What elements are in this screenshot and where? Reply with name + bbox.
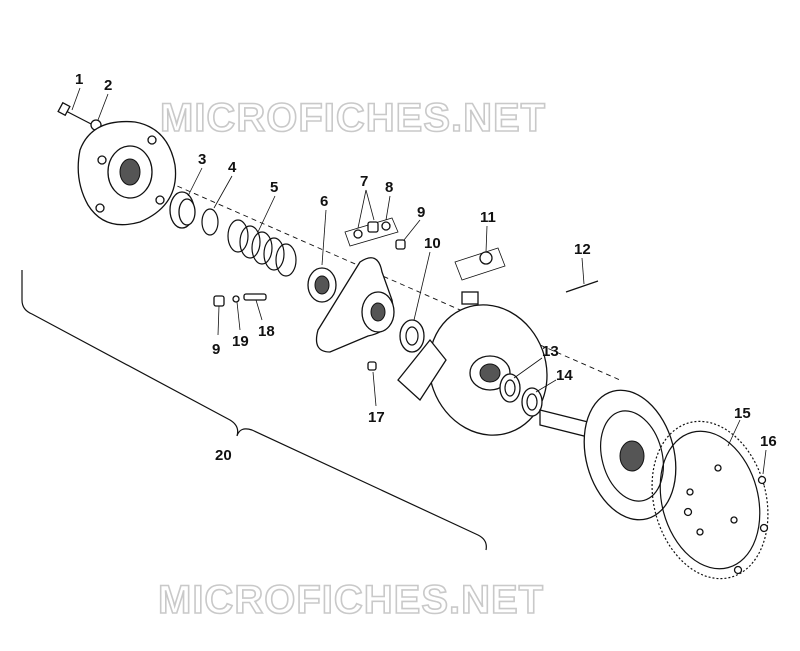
part-ring-gear xyxy=(651,420,769,580)
callout-9-low: 9 xyxy=(212,341,220,358)
part-pin-set xyxy=(344,217,399,247)
leader-4 xyxy=(213,175,233,209)
assembly-bracket xyxy=(21,270,487,551)
part-ring-14 xyxy=(521,387,543,417)
callout-6: 6 xyxy=(320,193,328,210)
leader-5 xyxy=(257,195,276,233)
callout-17: 17 xyxy=(368,409,385,426)
part-bushing xyxy=(169,191,196,229)
leader-7 xyxy=(357,189,367,229)
part-fixed-sheave xyxy=(539,389,677,521)
callout-16: 16 xyxy=(760,433,777,450)
part-ring-13 xyxy=(499,373,521,403)
part-tag xyxy=(454,247,506,281)
part-moveable-sheave xyxy=(397,291,548,436)
leader-6 xyxy=(321,209,327,266)
callout-8: 8 xyxy=(385,179,393,196)
leader-16 xyxy=(762,449,767,475)
part-snap-ring xyxy=(201,208,219,236)
callout-3: 3 xyxy=(198,151,206,168)
leader-10 xyxy=(413,251,431,321)
callout-18: 18 xyxy=(258,323,275,340)
leader-9-low xyxy=(217,305,220,336)
watermark-bottom: MICROFICHES.NET xyxy=(158,578,544,622)
callout-14: 14 xyxy=(556,367,573,384)
callout-20: 20 xyxy=(215,447,232,464)
callout-19: 19 xyxy=(232,333,249,350)
leader-1 xyxy=(71,87,81,111)
leader-17 xyxy=(372,371,377,407)
leader-15 xyxy=(727,419,741,447)
callout-15: 15 xyxy=(734,405,751,422)
part-spring xyxy=(227,219,297,277)
part-roller xyxy=(307,267,337,303)
callout-5: 5 xyxy=(270,179,278,196)
part-ring xyxy=(399,319,425,353)
leader-18 xyxy=(255,299,263,321)
callout-1: 1 xyxy=(75,71,83,88)
part-pin xyxy=(565,280,599,293)
callout-11: 11 xyxy=(480,209,496,226)
leader-14 xyxy=(535,379,557,393)
leader-8 xyxy=(385,195,391,221)
leader-19 xyxy=(236,301,241,331)
callout-9-top: 9 xyxy=(417,204,425,221)
part-set-screw xyxy=(367,361,377,371)
leader-3 xyxy=(187,167,203,197)
leader-9-top xyxy=(403,219,421,241)
part-button-top xyxy=(395,239,406,250)
leader-13 xyxy=(513,357,543,379)
part-ring-bolts xyxy=(683,475,769,575)
callout-7: 7 xyxy=(360,173,368,190)
part-bolt xyxy=(57,101,96,127)
callout-2: 2 xyxy=(104,77,112,94)
leader-11 xyxy=(485,225,488,253)
leader-7b xyxy=(365,189,375,221)
leader-12 xyxy=(581,257,585,285)
part-cover-plate xyxy=(77,120,177,226)
leader-2 xyxy=(97,93,109,121)
callout-13: 13 xyxy=(542,343,559,360)
callout-12: 12 xyxy=(574,241,591,258)
watermark-top: MICROFICHES.NET xyxy=(160,96,546,140)
callout-4: 4 xyxy=(228,159,237,176)
part-weight-set xyxy=(213,293,267,307)
callout-10: 10 xyxy=(424,235,441,252)
part-spider-arm xyxy=(315,257,395,353)
